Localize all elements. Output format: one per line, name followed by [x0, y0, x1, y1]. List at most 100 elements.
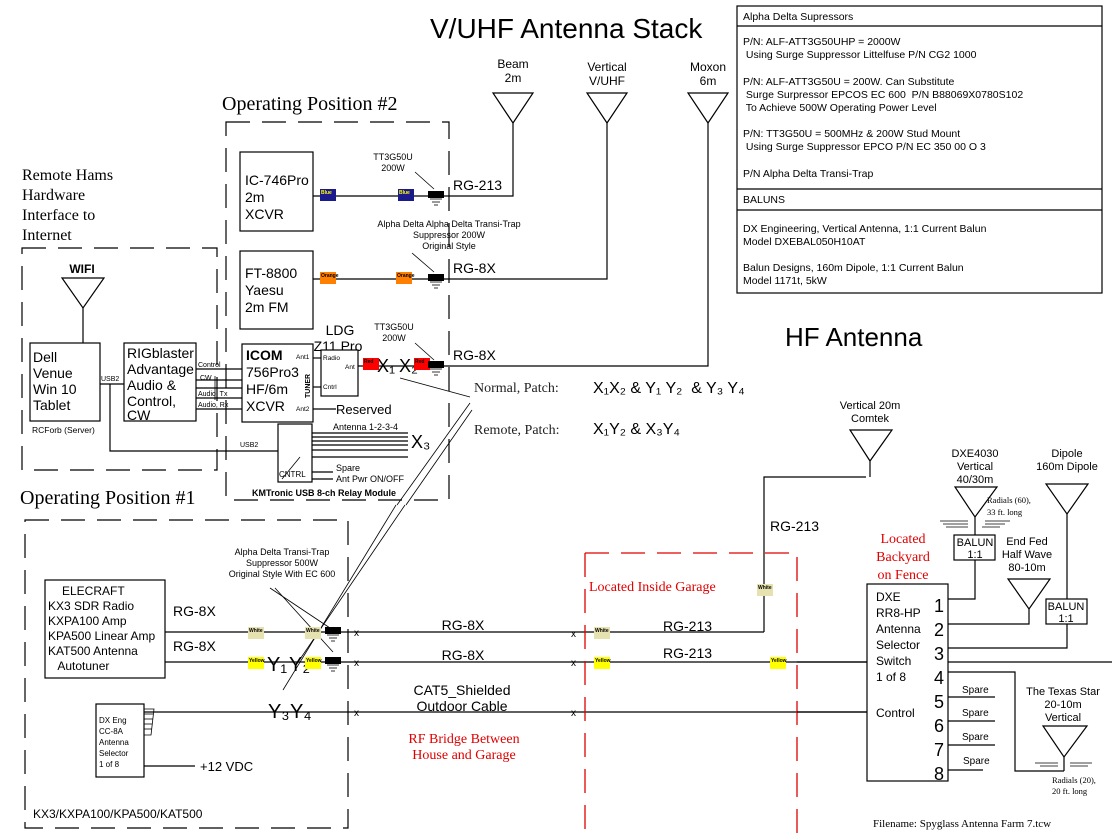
svg-text:Vertical: Vertical [1045, 712, 1081, 724]
svg-text:Hardware: Hardware [22, 187, 85, 204]
op2-title: Operating Position #2 [222, 93, 398, 115]
svg-text:To Achieve 500W Operating Powe: To Achieve 500W Operating Power Level [743, 102, 937, 114]
svg-text:160m Dipole: 160m Dipole [1036, 461, 1098, 473]
svg-text:IC-746Pro: IC-746Pro [245, 172, 309, 188]
svg-text:Using Surge Suppressor EPCO P/: Using Surge Suppressor EPCO P/N EC 350 0… [743, 141, 986, 153]
notes-box: Alpha Delta Supressors P/N: ALF-ATT3G50U… [736, 5, 1103, 294]
ground-radials-icon [1035, 762, 1092, 767]
svg-text:TUNER: TUNER [305, 374, 312, 398]
svg-text:RG-8X: RG-8X [173, 638, 216, 654]
svg-text:5: 5 [934, 692, 944, 712]
antenna-icon [491, 92, 535, 125]
svg-text:Spare: Spare [962, 685, 989, 696]
svg-text:4: 4 [934, 668, 944, 688]
cable-tag-yellow: Yellow [594, 657, 611, 669]
svg-text:P/N: TT3G50U = 500MHz & 200W S: P/N: TT3G50U = 500MHz & 200W Stud Mount [743, 128, 960, 140]
svg-text:RF Bridge Between: RF Bridge Between [408, 732, 519, 747]
svg-text:KMTronic USB 8-ch Relay Module: KMTronic USB 8-ch Relay Module [252, 488, 396, 498]
svg-text:KXPA100 Amp: KXPA100 Amp [48, 614, 127, 628]
cable-tag-red: Red [363, 358, 379, 370]
svg-text:RCForb (Server): RCForb (Server) [32, 425, 95, 435]
svg-text:3: 3 [934, 644, 944, 664]
svg-text:1 of 8: 1 of 8 [99, 760, 120, 769]
svg-text:1 of 8: 1 of 8 [876, 670, 906, 684]
svg-text:Ant1: Ant1 [296, 354, 310, 361]
antenna-icon [1006, 578, 1052, 611]
hf-antenna-title: HF Antenna [785, 322, 923, 352]
svg-text:Outdoor Cable: Outdoor Cable [416, 698, 507, 714]
svg-text:8: 8 [934, 764, 944, 784]
svg-text:RR8-HP: RR8-HP [876, 606, 921, 620]
garage-region [585, 552, 798, 836]
svg-text:DXE: DXE [876, 590, 901, 604]
svg-text:KPA500 Linear Amp: KPA500 Linear Amp [48, 629, 156, 643]
svg-text:RG-8X: RG-8X [442, 617, 485, 633]
svg-text:Cntrl: Cntrl [323, 384, 337, 391]
antenna-icon [1044, 483, 1090, 516]
garage-label: Located Inside Garage [589, 580, 716, 595]
antenna-dipole-160m: Dipole 160m Dipole [1036, 448, 1098, 599]
svg-text:Yellow: Yellow [249, 658, 265, 664]
svg-text:Model 1171t, 5kW: Model 1171t, 5kW [743, 275, 827, 287]
svg-text:DX Engineering, Vertical Anten: DX Engineering, Vertical Antenna, 1:1 Cu… [743, 223, 987, 235]
svg-text:Orange: Orange [397, 273, 415, 279]
svg-text:Remote Hams: Remote Hams [22, 167, 113, 184]
svg-text:The Texas Star: The Texas Star [1026, 686, 1100, 698]
svg-text:33 ft. long: 33 ft. long [987, 507, 1023, 517]
svg-text:Win 10: Win 10 [33, 381, 77, 397]
svg-text:RIGblaster: RIGblaster [127, 345, 194, 361]
svg-text:Alpha Delta Alpha Delta Transi: Alpha Delta Alpha Delta Transi-Trap [377, 219, 520, 229]
svg-text:Remote, Patch:: Remote, Patch: [474, 423, 560, 438]
svg-text:RG-8X: RG-8X [453, 347, 496, 363]
svg-text:P/N: ALF-ATT3G50U = 200W. Can: P/N: ALF-ATT3G50U = 200W. Can Substitute [743, 76, 955, 88]
svg-text:Surge Surpressor EPCOS EC 600: Surge Surpressor EPCOS EC 600 P/N B88069… [743, 89, 1023, 101]
svg-text:KX3 SDR Radio: KX3 SDR Radio [48, 599, 134, 613]
svg-text:Radio: Radio [323, 355, 340, 362]
antenna-dxe4030: DXE4030 Vertical 40/30m Radials (60), 33… [940, 448, 1031, 535]
svg-text:ELECRAFT: ELECRAFT [62, 584, 125, 598]
svg-text:Selector: Selector [99, 749, 129, 758]
antenna-icon [848, 429, 894, 463]
svg-text:RG-213: RG-213 [770, 518, 819, 534]
svg-text:Advantage: Advantage [127, 361, 194, 377]
svg-text:20-10m: 20-10m [1044, 699, 1081, 711]
svg-text:Internet: Internet [22, 227, 72, 244]
svg-text:Control: Control [876, 706, 915, 720]
svg-text:KAT500 Antenna: KAT500 Antenna [48, 644, 138, 658]
svg-text:Ant2: Ant2 [296, 406, 310, 413]
balun-dxe4030: BALUN 1:1 [953, 534, 996, 561]
svg-text:Using Surge Suppressor Littelf: Using Surge Suppressor Littelfuse P/N CG… [743, 49, 977, 61]
svg-text:Yaesu: Yaesu [245, 282, 284, 298]
svg-text:Yellow: Yellow [306, 658, 322, 664]
svg-text:Vertical: Vertical [957, 461, 993, 473]
svg-text:XCVR: XCVR [245, 206, 284, 222]
antenna-moxon-6m: Moxon 6m [686, 60, 730, 125]
svg-text:White: White [595, 628, 609, 634]
svg-text:1:1: 1:1 [967, 549, 982, 561]
antenna-vertical-20m-comtek: Vertical 20m Comtek [840, 400, 901, 477]
svg-text:x: x [571, 658, 576, 669]
svg-text:7: 7 [934, 740, 944, 760]
svg-text:6m: 6m [700, 74, 717, 88]
svg-text:Control,: Control, [127, 393, 176, 409]
svg-text:x: x [354, 658, 359, 669]
svg-text:End Fed: End Fed [1006, 536, 1048, 548]
svg-text:Original Style: Original Style [422, 241, 476, 251]
cable-tag-blue: Blue [320, 189, 336, 201]
svg-text:x: x [354, 628, 359, 639]
svg-text:RG-8X: RG-8X [453, 260, 496, 276]
svg-text:2m: 2m [245, 189, 264, 205]
svg-text:Red: Red [415, 359, 424, 365]
svg-text:80-10m: 80-10m [1008, 562, 1045, 574]
svg-text:Selector: Selector [876, 638, 920, 652]
surge-suppressor-icon [428, 361, 444, 376]
cable-tag-white: White [594, 627, 610, 639]
svg-text:Vertical 20m: Vertical 20m [840, 400, 901, 412]
antenna-icon [1041, 725, 1089, 759]
svg-text:TT3G50U: TT3G50U [374, 322, 414, 332]
svg-text:CW: CW [200, 375, 212, 382]
svg-text:200W: 200W [381, 163, 405, 173]
svg-text:RG-8X: RG-8X [173, 603, 216, 619]
svg-text:FT-8800: FT-8800 [245, 265, 297, 281]
